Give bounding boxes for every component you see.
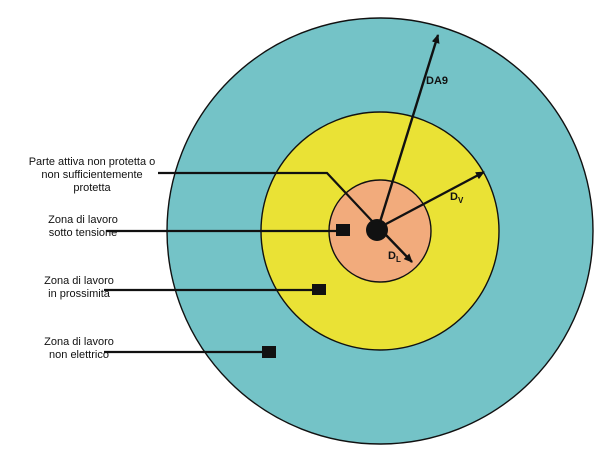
live-part-dot <box>366 219 388 241</box>
dv-label-sub: V <box>458 196 464 205</box>
live-part-label-line-3: protetta <box>73 182 111 194</box>
proximity-zone-label-line-2: in prossimità <box>48 288 110 300</box>
dv-arrow <box>385 170 485 226</box>
non-electric-zone-marker <box>262 346 276 358</box>
live-zone-marker <box>336 224 350 236</box>
live-part-leader <box>158 171 373 222</box>
live-zone-label-line-1: Zona di lavoro <box>48 214 118 226</box>
dl-label-main: D <box>388 250 396 262</box>
proximity-zone-label-line-1: Zona di lavoro <box>44 275 114 287</box>
proximity-zone-marker <box>312 284 326 295</box>
non-electric-zone-label-line-2: non elettrico <box>49 349 109 361</box>
live-zone-label-line-2: sotto tensione <box>48 227 118 239</box>
dl-label-sub: L <box>396 255 401 264</box>
live-zone-label: Zona di lavoro sotto tensione <box>38 214 128 240</box>
dl-arrow <box>384 233 413 263</box>
dv-label-main: D <box>450 191 458 203</box>
non-electric-zone-label: Zona di lavoro non elettrico <box>34 336 124 362</box>
da9-arrow <box>378 34 440 223</box>
dl-label: DL <box>388 250 401 264</box>
live-part-label-line-1: Parte attiva non protetta o <box>28 156 156 168</box>
da9-label: DA9 <box>426 75 448 87</box>
proximity-zone-label: Zona di lavoro in prossimità <box>34 275 124 301</box>
dv-label: DV <box>450 191 464 205</box>
live-part-label: Parte attiva non protetta o non sufficie… <box>22 156 162 195</box>
non-electric-zone-label-line-1: Zona di lavoro <box>44 336 114 348</box>
live-part-label-line-2: non sufficientemente <box>41 169 143 181</box>
